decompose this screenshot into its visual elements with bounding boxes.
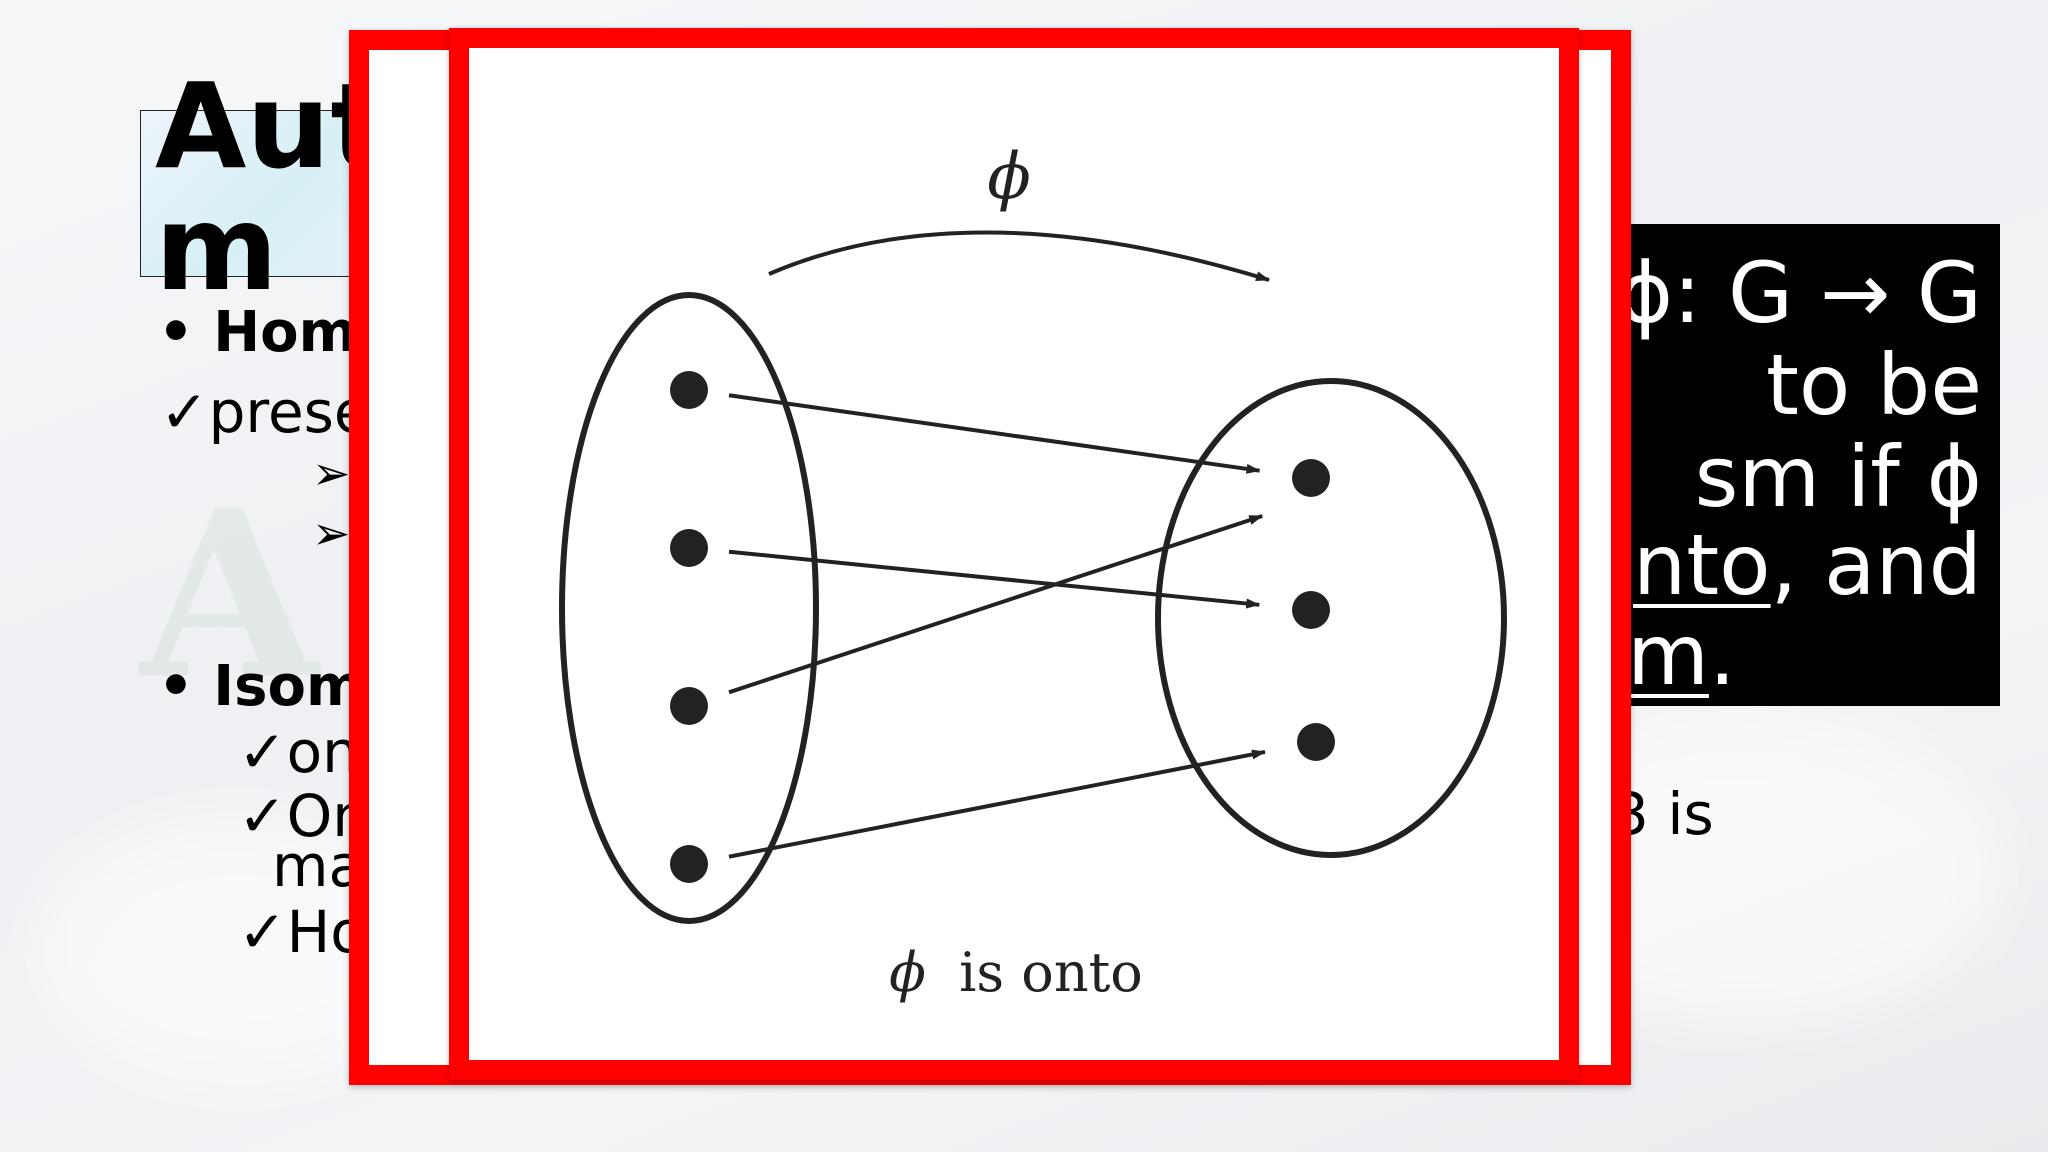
- bullet-marker: •: [158, 300, 194, 365]
- arrow-bullet: ➢: [312, 446, 351, 500]
- definition-line: nto, and: [1633, 516, 1982, 614]
- arrow-bullet-icon: ➢: [312, 506, 351, 560]
- mapping-arrow: [728, 514, 1264, 695]
- bullet-text: on: [286, 718, 359, 786]
- codomain-point: [1292, 591, 1330, 629]
- definition-line: sm if ϕ: [1694, 428, 1982, 526]
- definition-rest: .: [1708, 606, 1736, 704]
- domain-set-ellipse: [559, 292, 819, 924]
- domain-point: [670, 845, 708, 883]
- bullet-text: ma: [272, 832, 365, 900]
- diagram-arrows: [728, 393, 1266, 859]
- check-icon: ✓: [160, 378, 209, 446]
- slide-title-line: m: [155, 179, 278, 317]
- bullet-preserve: ✓prese: [160, 378, 370, 446]
- bullet-continuation: ma: [272, 832, 364, 900]
- definition-underlined: nto: [1632, 516, 1771, 614]
- bullet-marker: •: [158, 654, 194, 719]
- popup-frame-front: [449, 28, 1579, 1080]
- mapping-arrow: [728, 749, 1266, 859]
- domain-point: [670, 529, 708, 567]
- definition-rest: , and: [1770, 516, 1982, 614]
- codomain-point: [1297, 723, 1335, 761]
- bullet-onto: ✓on: [238, 718, 359, 786]
- diagram-points: [670, 371, 1335, 883]
- arrow-bullet: ➢: [312, 506, 351, 560]
- diagram-caption: ϕ is onto: [889, 941, 1143, 1004]
- domain-point: [670, 687, 708, 725]
- bullet-text: prese: [208, 378, 370, 446]
- definition-line: to be: [1765, 336, 1982, 434]
- slide-title: Aut m: [155, 62, 395, 312]
- map-symbol-label: ϕ: [987, 140, 1031, 214]
- watermark-letter: A: [140, 460, 325, 730]
- bullet-homomorphism-check: ✓Ho: [238, 898, 366, 966]
- mapping-arc-arrow: [768, 230, 1270, 282]
- arrow-bullet-icon: ➢: [312, 446, 351, 500]
- mapping-arrow: [728, 549, 1261, 609]
- onto-mapping-diagram: ϕ ϕ is onto: [559, 140, 1507, 1004]
- definition-box: ϕ: G → G to be sm if ϕ nto, and ism.: [1560, 224, 2000, 706]
- check-icon: ✓: [238, 782, 287, 850]
- definition-line: ϕ: G → G: [1617, 244, 1982, 342]
- mapping-arrow: [728, 393, 1261, 474]
- caption-text: is onto: [959, 941, 1143, 1004]
- check-icon: ✓: [238, 718, 287, 786]
- slide-title-line: Aut: [155, 57, 387, 195]
- domain-point: [670, 371, 708, 409]
- codomain-set-ellipse: [1155, 378, 1507, 858]
- check-icon: ✓: [238, 898, 287, 966]
- caption-symbol: ϕ: [889, 941, 926, 1004]
- codomain-point: [1292, 459, 1330, 497]
